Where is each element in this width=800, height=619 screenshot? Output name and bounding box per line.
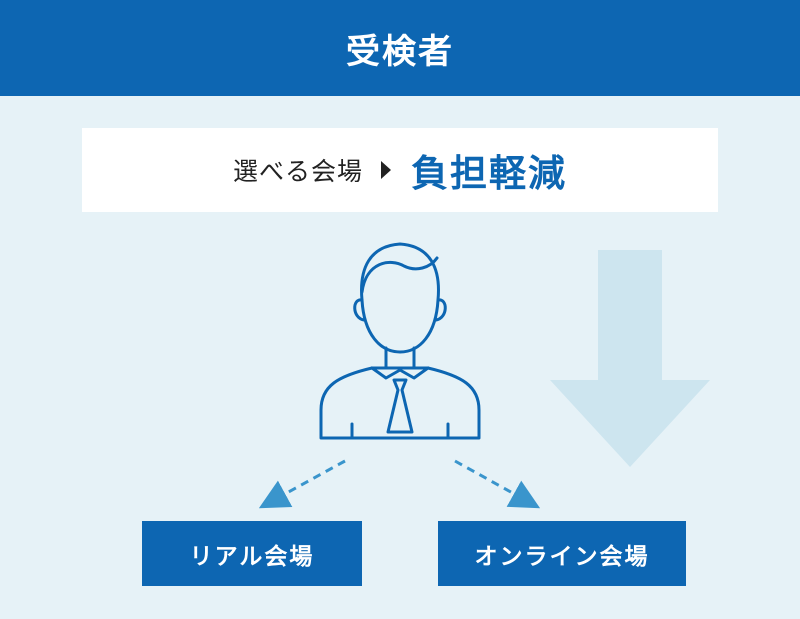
triangle-right-icon [381,161,391,179]
venue-real-label: リアル会場 [189,543,315,570]
callout-box: 選べる会場 負担軽減 [82,128,718,212]
callout-emphasis-text: 負担軽減 [411,152,567,195]
dashed-arrow-right [454,459,541,509]
venue-online-box: オンライン会場 [438,521,686,586]
down-arrow-icon [550,250,710,467]
venue-online-label: オンライン会場 [474,543,650,570]
header-title: 受検者 [346,31,454,72]
venue-real-box: リアル会場 [142,521,362,586]
person-with-tie-icon [319,242,481,440]
header-bar: 受検者 [0,0,800,96]
callout-lead-text: 選べる会場 [232,157,363,186]
dashed-arrow-left [258,459,346,509]
